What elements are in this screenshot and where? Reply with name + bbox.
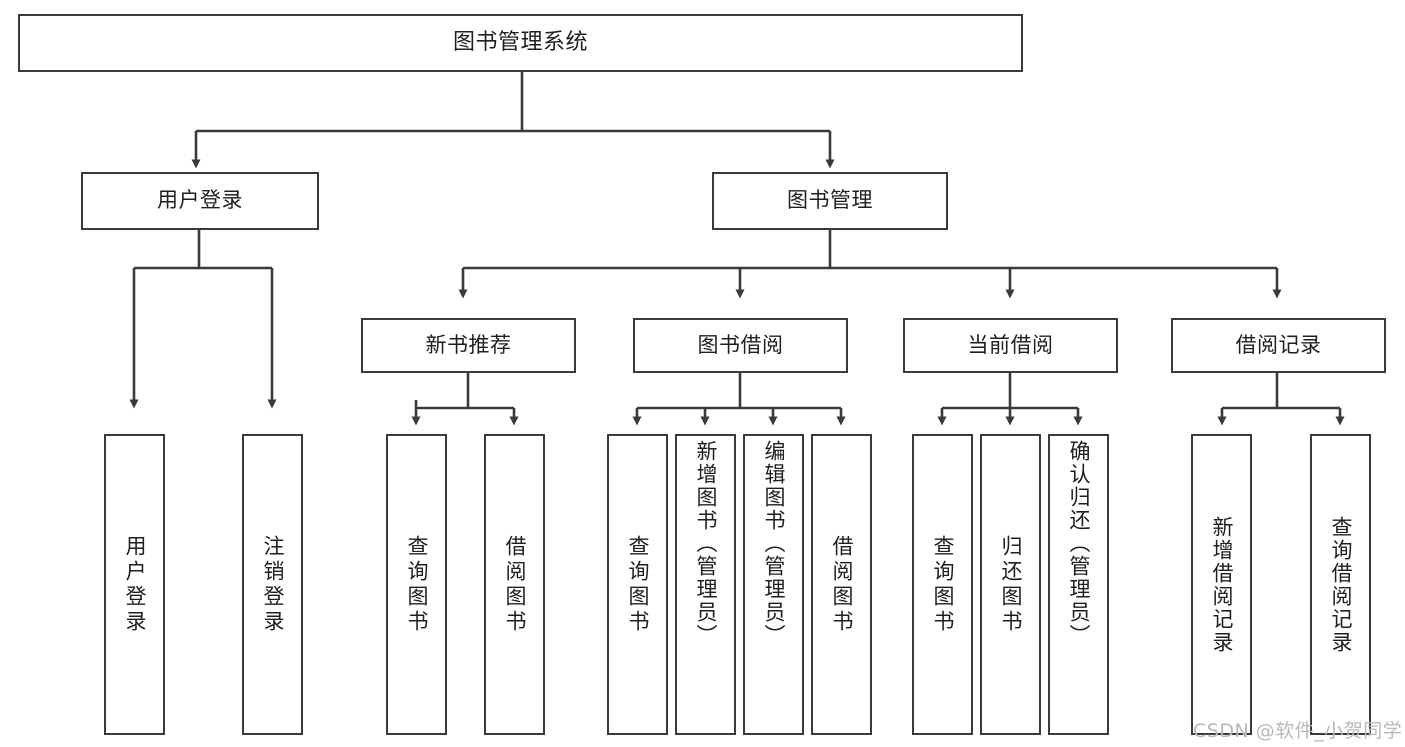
leaf-add-book-admin[interactable]: 新增图书（管理员） [675, 434, 736, 735]
node-label: 当前借阅 [967, 332, 1054, 357]
node-new-book-recommendation[interactable]: 新书推荐 [361, 318, 576, 373]
leaf-confirm-return-admin[interactable]: 确认归还（管理员） [1048, 434, 1109, 735]
node-label: 查询借阅记录 [1329, 515, 1353, 654]
csdn-watermark: CSDN @软件_小贺同学 [1193, 720, 1403, 742]
node-label: 用户登录 [123, 534, 147, 635]
node-label: 借阅图书 [830, 534, 854, 635]
node-label: 新书推荐 [425, 332, 512, 357]
node-label: 图书管理系统 [452, 29, 588, 55]
node-label: 确认归还（管理员） [1067, 440, 1091, 647]
leaf-query-books-borrow[interactable]: 查询图书 [607, 434, 668, 735]
node-user-login[interactable]: 用户登录 [81, 172, 319, 230]
node-book-management[interactable]: 图书管理 [712, 172, 948, 230]
leaf-logout[interactable]: 注销登录 [242, 434, 303, 735]
node-label: 借阅图书 [503, 534, 527, 635]
node-borrowing-record[interactable]: 借阅记录 [1171, 318, 1386, 373]
node-current-borrowing[interactable]: 当前借阅 [903, 318, 1118, 373]
leaf-edit-book-admin[interactable]: 编辑图书（管理员） [743, 434, 804, 735]
leaf-user-login[interactable]: 用户登录 [104, 434, 165, 735]
leaf-add-borrow-record[interactable]: 新增借阅记录 [1191, 434, 1252, 735]
node-label: 新增图书（管理员） [694, 440, 718, 647]
node-label: 查询图书 [626, 534, 650, 635]
node-label: 注销登录 [261, 534, 285, 635]
node-label: 查询图书 [405, 534, 429, 635]
leaf-borrow-books[interactable]: 借阅图书 [811, 434, 872, 735]
node-label: 查询图书 [931, 534, 955, 635]
node-label: 编辑图书（管理员） [762, 440, 786, 647]
node-label: 归还图书 [999, 534, 1023, 635]
node-label: 借阅记录 [1235, 332, 1322, 357]
node-label: 图书借阅 [697, 332, 784, 357]
node-root-book-management-system[interactable]: 图书管理系统 [18, 14, 1023, 72]
leaf-query-borrow-record[interactable]: 查询借阅记录 [1310, 434, 1371, 735]
leaf-return-books[interactable]: 归还图书 [980, 434, 1041, 735]
node-label: 新增借阅记录 [1210, 515, 1234, 654]
node-label: 用户登录 [157, 188, 243, 213]
node-book-borrowing[interactable]: 图书借阅 [633, 318, 848, 373]
leaf-borrow-books-recommend[interactable]: 借阅图书 [484, 434, 545, 735]
node-label: 图书管理 [787, 188, 873, 213]
leaf-query-books-recommend[interactable]: 查询图书 [386, 434, 447, 735]
leaf-query-books-current[interactable]: 查询图书 [912, 434, 973, 735]
